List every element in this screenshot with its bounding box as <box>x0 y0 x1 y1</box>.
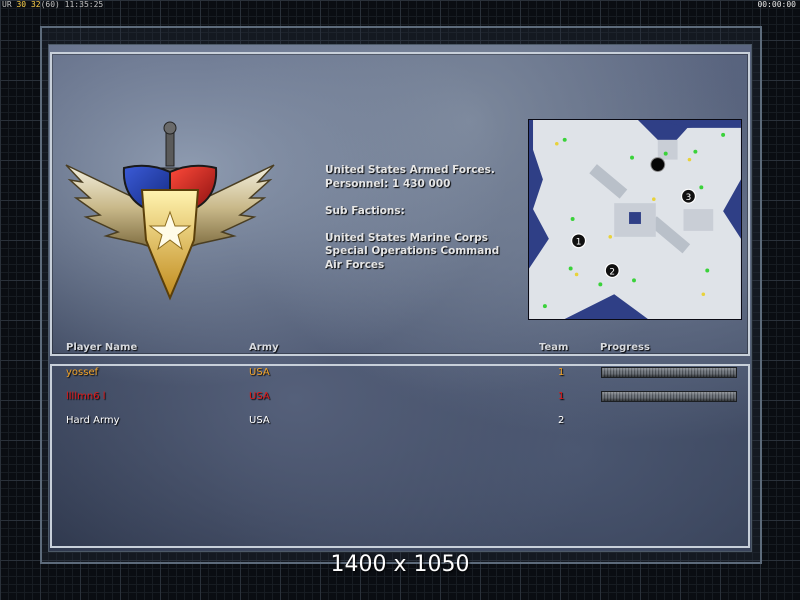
players-panel <box>50 364 750 548</box>
player-army: USA <box>249 391 270 402</box>
player-team: 1 <box>558 367 565 378</box>
loading-progress-bar <box>601 367 737 378</box>
header-army: Army <box>249 342 279 353</box>
svg-text:2: 2 <box>609 267 615 277</box>
fps-label: UR <box>2 0 12 9</box>
fps-value: 30 <box>16 0 27 9</box>
sub-faction-item: Special Operations Command <box>325 245 500 257</box>
fps-value-2: 32 <box>30 0 41 9</box>
player-name: llllmn6 l <box>66 391 106 402</box>
minimap: 1 2 3 <box>528 119 742 320</box>
empty-start-marker <box>650 157 666 172</box>
sub-faction-item: Air Forces <box>325 258 385 271</box>
start-position-marker-1: 1 <box>571 233 587 249</box>
player-name: yossef <box>66 367 99 378</box>
sub-factions-label: Sub Factions: <box>325 204 405 217</box>
player-row: yossef USA 1 <box>0 366 800 380</box>
game-timer: 00:00:00 <box>757 0 796 9</box>
player-team: 2 <box>558 415 565 426</box>
faction-personnel: Personnel: 1 430 000 <box>325 177 451 190</box>
player-row: Hard Army USA 2 <box>0 414 800 428</box>
player-army: USA <box>249 415 270 426</box>
faction-name: United States Armed Forces. <box>325 164 495 176</box>
header-team: Team <box>539 342 569 353</box>
debug-overlay: UR 30 32(60) 11:35:25 00:00:00 <box>0 0 800 10</box>
usa-faction-emblem <box>65 121 275 301</box>
svg-text:3: 3 <box>686 193 692 203</box>
fps-cap: (60) <box>40 0 60 9</box>
player-army: USA <box>249 367 270 378</box>
header-player-name: Player Name <box>66 342 138 353</box>
sub-faction-item: United States Marine Corps <box>325 231 489 244</box>
clock-time: 11:35:25 <box>64 0 104 9</box>
header-progress: Progress <box>600 342 650 353</box>
loading-progress-bar <box>601 391 737 402</box>
faction-panel <box>50 52 750 356</box>
player-name: Hard Army <box>66 415 120 426</box>
faction-description: United States Armed Forces. Personnel: 1… <box>325 164 525 272</box>
start-position-marker-2: 2 <box>604 262 620 279</box>
fps-readout: UR 30 32(60) 11:35:25 <box>2 0 103 10</box>
resolution-label: 1400 x 1050 <box>330 552 470 577</box>
player-team: 1 <box>558 391 565 402</box>
player-row: llllmn6 l USA 1 <box>0 390 800 404</box>
svg-text:1: 1 <box>576 238 582 248</box>
start-position-marker-3: 3 <box>680 188 696 204</box>
